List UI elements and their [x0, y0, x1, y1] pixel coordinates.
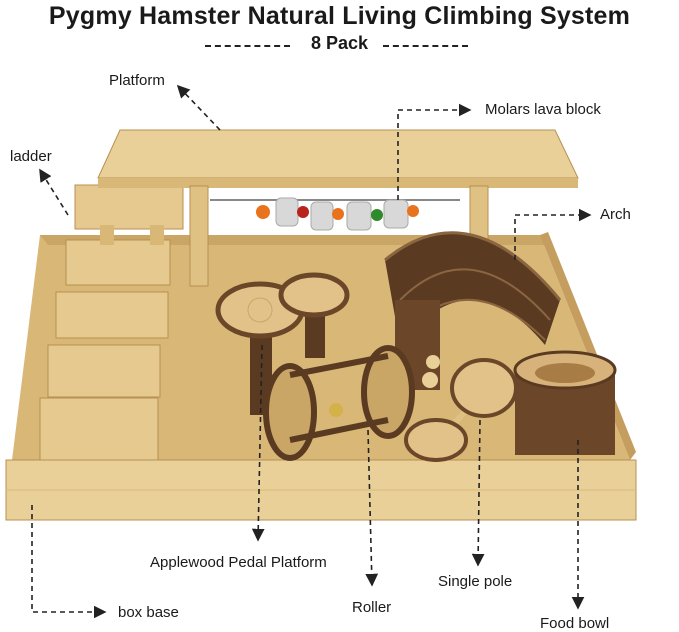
- callout-platform: Platform: [109, 72, 165, 89]
- subtitle-dash-right: [383, 45, 468, 47]
- callout-box-base: box base: [118, 604, 179, 621]
- applewood-pedal-platform: [215, 272, 350, 415]
- product-title: Pygmy Hamster Natural Living Climbing Sy…: [48, 2, 631, 30]
- food-bowl: [513, 350, 617, 455]
- callout-arch: Arch: [600, 206, 631, 223]
- callout-molars-lava-block: Molars lava block: [485, 101, 601, 118]
- callout-single-pole: Single pole: [438, 573, 513, 590]
- product-subtitle: 8 Pack: [310, 33, 369, 53]
- subtitle-dash-left: [205, 45, 290, 47]
- arch: [384, 231, 562, 390]
- callout-roller: Roller: [352, 599, 392, 616]
- platform: [97, 129, 579, 287]
- molars-lava-block: [210, 197, 460, 231]
- callout-lines: [31, 84, 592, 619]
- callout-applewood-pedal-platform: Applewood Pedal Platform: [150, 554, 327, 571]
- roller: [263, 345, 415, 461]
- ladder: [39, 184, 184, 461]
- callout-food-bowl: Food bowl: [540, 615, 610, 632]
- callout-ladder: ladder: [10, 148, 52, 165]
